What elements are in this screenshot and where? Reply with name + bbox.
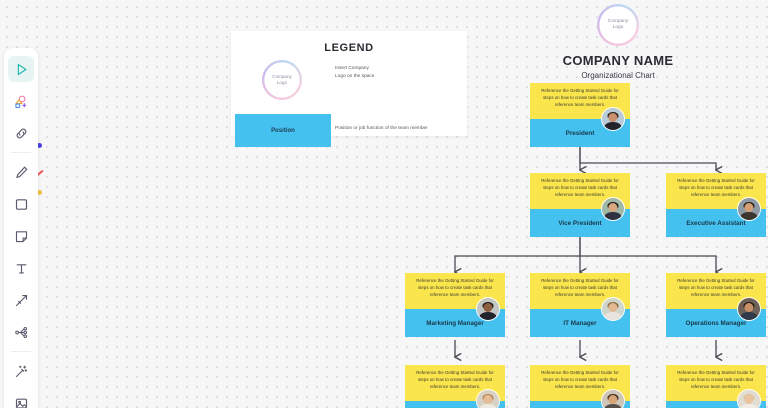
avatar-it-manager [601, 297, 625, 321]
node-title [666, 401, 766, 408]
node-it-manager[interactable]: Reference the Getting Started Guide for … [530, 273, 630, 337]
chart-subtitle: Organizational Chart [581, 71, 655, 80]
node-title: President [530, 119, 630, 147]
avatar-it-report [601, 389, 625, 408]
node-executive-assistant[interactable]: Reference the Getting Started Guide for … [666, 173, 766, 237]
legend-position-label: Position [271, 127, 295, 134]
avatar-marketing-manager [476, 297, 500, 321]
avatar-operations-manager [737, 297, 761, 321]
marker-orange-dot [37, 190, 42, 195]
legend-position-description: Position or job function of the team mem… [335, 126, 428, 131]
text-tool[interactable] [8, 255, 34, 281]
node-title [530, 401, 630, 408]
sticky-note-tool[interactable] [8, 223, 34, 249]
node-operations-report[interactable]: Reference the Getting Started Guide for … [666, 365, 766, 408]
avatar-executive-assistant [737, 197, 761, 221]
avatar-operations-report [737, 389, 761, 408]
shapes-tool[interactable] [8, 88, 34, 114]
rectangle-tool[interactable] [8, 191, 34, 217]
node-vice-president[interactable]: Reference the Getting Started Guide for … [530, 173, 630, 237]
select-tool[interactable] [8, 56, 34, 82]
toolbar-divider-1 [11, 152, 31, 153]
mindmap-tool[interactable] [8, 319, 34, 345]
page-title: COMPANY NAME [562, 53, 674, 68]
toolbar-divider-2 [11, 351, 31, 352]
legend-title: LEGEND [324, 42, 374, 54]
node-marketing-manager[interactable]: Reference the Getting Started Guide for … [405, 273, 505, 337]
connector-line-tool[interactable] [8, 287, 34, 313]
avatar-president [601, 107, 625, 131]
avatar-marketing-report [476, 389, 500, 408]
avatar-vice-president [601, 197, 625, 221]
image-tool[interactable] [8, 390, 34, 408]
pen-tool[interactable] [8, 159, 34, 185]
node-it-report[interactable]: Reference the Getting Started Guide for … [530, 365, 630, 408]
node-president[interactable]: Reference the Getting Started Guide for … [530, 83, 630, 147]
link-tool[interactable] [8, 120, 34, 146]
marker-blue-dot [37, 143, 42, 148]
magic-wand-tool[interactable] [8, 358, 34, 384]
left-toolbar [4, 48, 38, 408]
node-marketing-report[interactable]: Reference the Getting Started Guide for … [405, 365, 505, 408]
node-operations-manager[interactable]: Reference the Getting Started Guide for … [666, 273, 766, 337]
node-title [405, 401, 505, 408]
node-note: Reference the Getting Started Guide for … [530, 173, 630, 209]
legend-position-swatch[interactable]: Position [235, 114, 331, 147]
